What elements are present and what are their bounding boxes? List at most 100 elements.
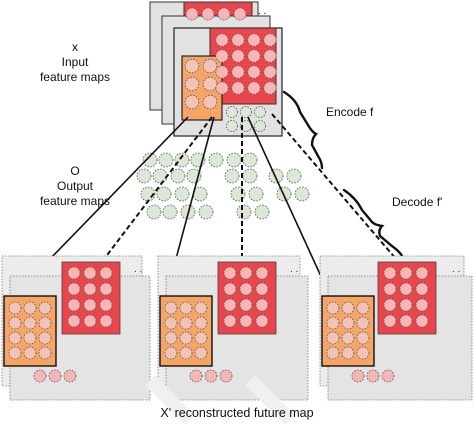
recon-red-dot bbox=[415, 298, 429, 312]
reconstructed-map-group: . . bbox=[157, 255, 309, 401]
input-orange-dot bbox=[184, 58, 200, 74]
input-red-dot bbox=[231, 33, 245, 47]
input-red-dot bbox=[231, 65, 245, 79]
recon-orange-dot bbox=[179, 301, 193, 315]
recon-orange-dot bbox=[356, 316, 370, 330]
decode-brace bbox=[342, 188, 404, 258]
recon-orange-dot bbox=[8, 301, 22, 315]
input-green-dot bbox=[254, 106, 266, 118]
recon-orange-dot bbox=[326, 346, 340, 360]
input-red-dot bbox=[263, 65, 277, 79]
output-dot bbox=[242, 168, 258, 184]
recon-orange-dot bbox=[23, 346, 37, 360]
output-title-line1: Output bbox=[56, 179, 94, 193]
recon-orange-dot bbox=[23, 331, 37, 345]
recon-red-dot bbox=[415, 314, 429, 328]
reconstructed-maps: . .. .. . bbox=[1, 255, 473, 401]
recon-red-dot bbox=[83, 314, 97, 328]
input-symbol: x bbox=[72, 40, 78, 54]
recon-orange-dot bbox=[164, 316, 178, 330]
output-dot bbox=[170, 168, 186, 184]
recon-red-dot bbox=[255, 282, 269, 296]
input-red-dot bbox=[215, 49, 229, 63]
output-feature-maps bbox=[136, 152, 310, 220]
output-dot bbox=[142, 152, 158, 168]
recon-orange-dot bbox=[179, 346, 193, 360]
input-stack-ellipsis: . . bbox=[258, 6, 266, 17]
recon-orange-dot bbox=[38, 346, 52, 360]
input-green-dot bbox=[226, 106, 238, 118]
output-dot bbox=[174, 152, 190, 168]
recon-red-dot bbox=[383, 298, 397, 312]
output-dot bbox=[254, 204, 270, 220]
output-dot bbox=[162, 204, 178, 220]
output-dot bbox=[146, 204, 162, 220]
input-back-dot bbox=[217, 7, 231, 21]
recon-orange-dot bbox=[341, 301, 355, 315]
output-dot bbox=[174, 186, 190, 202]
recon-red-dot bbox=[83, 298, 97, 312]
decode-label: Decode f' bbox=[392, 195, 443, 209]
recon-red-dot bbox=[223, 314, 237, 328]
output-dot bbox=[198, 204, 214, 220]
input-red-dot bbox=[215, 81, 229, 95]
input-orange-dot bbox=[202, 58, 218, 74]
recon-orange-dot bbox=[8, 331, 22, 345]
output-dot bbox=[236, 204, 252, 220]
recon-bottom-dot bbox=[63, 369, 77, 383]
recon-red-dot bbox=[255, 314, 269, 328]
recon-red-dot bbox=[239, 314, 253, 328]
output-label: O Output feature maps bbox=[32, 164, 118, 209]
encode-label: Encode f bbox=[326, 105, 374, 119]
recon-orange-dot bbox=[341, 346, 355, 360]
recon-red-dot bbox=[99, 298, 113, 312]
input-red-dot bbox=[247, 81, 261, 95]
output-dot bbox=[152, 168, 168, 184]
recon-red-dot bbox=[99, 314, 113, 328]
output-dot bbox=[248, 186, 264, 202]
reconstructed-map-group: . . bbox=[319, 255, 473, 401]
input-back-dot bbox=[201, 7, 215, 21]
output-symbol: O bbox=[70, 164, 80, 178]
input-back-dot bbox=[185, 7, 199, 21]
input-green-dot bbox=[240, 106, 252, 118]
recon-red-dot bbox=[255, 298, 269, 312]
reconstructed-label: X' reconstructed future map bbox=[160, 406, 314, 420]
recon-red-dot bbox=[67, 298, 81, 312]
connector-solid-right bbox=[247, 116, 331, 297]
recon-red-dot bbox=[99, 266, 113, 280]
recon-orange-dot bbox=[38, 316, 52, 330]
output-dot bbox=[158, 152, 174, 168]
recon-orange-dot bbox=[326, 331, 340, 345]
recon-orange-dot bbox=[164, 331, 178, 345]
recon-orange-dot bbox=[38, 331, 52, 345]
recon-orange-dot bbox=[326, 316, 340, 330]
output-dot bbox=[156, 186, 172, 202]
recon-stack-ellipsis: . . bbox=[134, 264, 142, 275]
recon-red-dot bbox=[239, 282, 253, 296]
recon-red-dot bbox=[239, 298, 253, 312]
output-dot bbox=[286, 168, 302, 184]
recon-orange-dot bbox=[8, 316, 22, 330]
recon-bottom-dot bbox=[381, 369, 395, 383]
input-red-dot bbox=[215, 65, 229, 79]
recon-orange-dot bbox=[356, 301, 370, 315]
output-dot bbox=[136, 168, 152, 184]
input-red-dot bbox=[263, 81, 277, 95]
recon-orange-dot bbox=[326, 301, 340, 315]
input-red-dot bbox=[231, 81, 245, 95]
recon-orange-dot bbox=[194, 331, 208, 345]
input-orange-dot bbox=[184, 94, 200, 110]
background-watermark bbox=[145, 375, 295, 424]
recon-orange-dot bbox=[194, 316, 208, 330]
recon-bottom-dot bbox=[351, 369, 365, 383]
recon-orange-dot bbox=[164, 301, 178, 315]
input-back-dot bbox=[233, 7, 247, 21]
recon-orange-dot bbox=[179, 316, 193, 330]
recon-red-dot bbox=[383, 314, 397, 328]
recon-red-dot bbox=[99, 282, 113, 296]
recon-orange-dot bbox=[194, 301, 208, 315]
recon-bottom-dot bbox=[366, 369, 380, 383]
input-orange-dot bbox=[202, 76, 218, 92]
